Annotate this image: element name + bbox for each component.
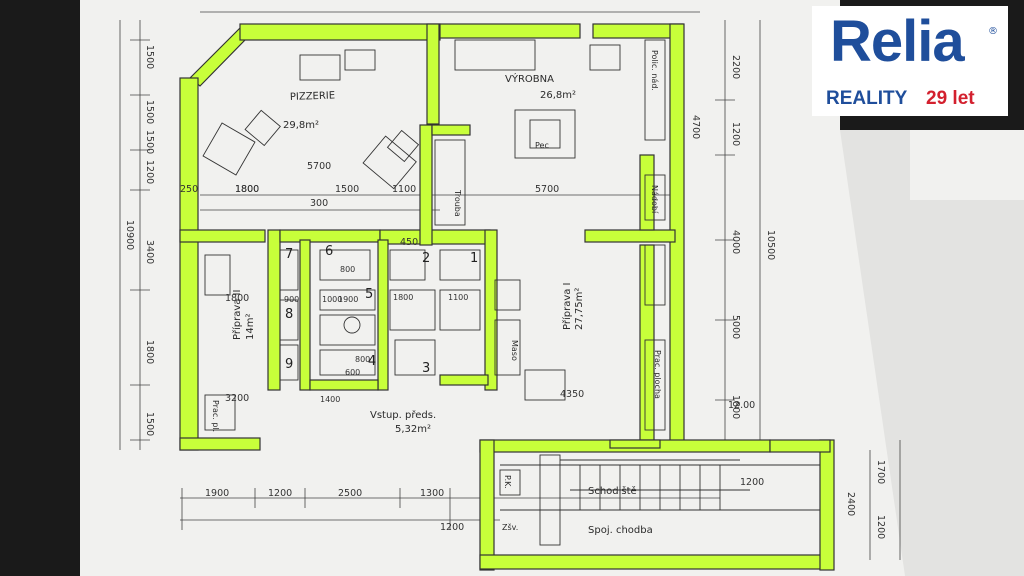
room-label-vyrobna: VÝROBNA bbox=[505, 72, 554, 85]
interior-linework bbox=[202, 39, 820, 546]
room-number-8: 8 bbox=[285, 307, 293, 322]
dim-inner-12: 12.00 bbox=[728, 400, 755, 411]
room-label-priprava2: Příprava II bbox=[231, 290, 243, 340]
room-label-pizzerie: PIZZERIE bbox=[290, 90, 336, 103]
dim-right-7: 10500 bbox=[765, 230, 776, 260]
room-label-maso: Maso bbox=[510, 340, 519, 361]
logo-reality-text: REALITY bbox=[826, 88, 908, 109]
dim-inner-6: 1100 bbox=[448, 293, 468, 302]
dim-inner-9: 1400 bbox=[320, 395, 340, 404]
room-area-vyrobna: 26,8m² bbox=[540, 90, 576, 101]
highlighted-walls bbox=[179, 23, 835, 571]
dim-top-3: 1800 bbox=[235, 184, 259, 195]
dim-top-1: 5700 bbox=[307, 161, 331, 172]
room-number-1: 1 bbox=[470, 251, 478, 266]
dim-left-2: 1500 bbox=[144, 100, 155, 124]
room-labels: PIZZERIE 29,8m² VÝROBNA 26,8m² Příprava … bbox=[211, 50, 662, 536]
dim-left-8: 10900 bbox=[124, 220, 135, 250]
dim-inner-14: 1000 bbox=[322, 295, 342, 304]
logo-registered-mark: ® bbox=[988, 26, 998, 37]
room-area-pizzerie: 29,8m² bbox=[283, 120, 319, 131]
dim-top-7: 450 bbox=[400, 237, 418, 248]
dim-left-1: 1500 bbox=[144, 45, 155, 69]
dim-inner-2: 3200 bbox=[225, 393, 249, 404]
dim-bottom-1: 1900 bbox=[205, 488, 229, 499]
dim-left-5: 3400 bbox=[144, 240, 155, 264]
dim-top-5: 1100 bbox=[392, 184, 416, 195]
room-label-pk: P.K. bbox=[503, 475, 512, 489]
dim-inner-4: 900 bbox=[284, 295, 299, 304]
dim-right-5: 5000 bbox=[730, 315, 741, 339]
room-area-priprava2: 14m² bbox=[245, 314, 256, 340]
room-number-5: 5 bbox=[365, 287, 373, 302]
dim-inner-7: 1800 bbox=[393, 293, 413, 302]
dimension-lines-left bbox=[119, 20, 150, 450]
relia-logo: Relia ® REALITY 29 let bbox=[812, 6, 1008, 116]
dim-left-7: 1500 bbox=[144, 130, 155, 154]
dim-bottom-6: 1200 bbox=[740, 477, 764, 488]
dim-right-8: 1700 bbox=[875, 460, 886, 484]
room-label-pec: Pec bbox=[535, 141, 549, 150]
dim-bottom-2: 1200 bbox=[268, 488, 292, 499]
room-label-schodiste: Schodiště bbox=[588, 485, 637, 497]
dimension-lines-bottom bbox=[180, 488, 720, 530]
dim-right-4: 4000 bbox=[730, 230, 741, 254]
dim-inner-13: 800 bbox=[340, 265, 355, 274]
room-label-trouba: Trouba bbox=[453, 189, 462, 217]
room-number-2: 2 bbox=[422, 251, 430, 266]
room-number-4: 4 bbox=[368, 354, 376, 369]
room-area-priprava1: 27,75m² bbox=[574, 288, 585, 330]
room-number-7: 7 bbox=[285, 247, 293, 262]
dim-right-3: 4700 bbox=[690, 115, 701, 139]
dim-bottom-5: 1200 bbox=[440, 522, 464, 533]
room-label-priprava1: Příprava I bbox=[561, 282, 573, 330]
dim-left-6: 1800 bbox=[144, 340, 155, 364]
dimension-lines-right bbox=[715, 20, 901, 560]
room-label-zsv: Zšv. bbox=[502, 522, 518, 532]
room-label-prac-plocha: Prac. plocha bbox=[653, 350, 662, 399]
room-label-vstup: Vstup. předs. bbox=[370, 409, 436, 421]
dim-bottom-4: 1300 bbox=[420, 488, 444, 499]
room-area-vstup: 5,32m² bbox=[395, 424, 431, 435]
dim-inner-8: 1800 bbox=[235, 184, 259, 195]
dim-top-2: 5700 bbox=[535, 184, 559, 195]
room-label-polic-nad: Polic. nád. bbox=[650, 50, 659, 91]
dim-inner-10: 600 bbox=[345, 368, 360, 377]
dimension-texts: 5700 5700 1800 1500 1100 300 450 250 190… bbox=[124, 45, 886, 539]
room-number-9: 9 bbox=[285, 357, 293, 372]
dim-right-10: 1200 bbox=[875, 515, 886, 539]
dimension-lines-top bbox=[200, 11, 700, 211]
room-label-prac-pl: Prac. pl. bbox=[211, 400, 220, 432]
dim-left-4: 1200 bbox=[144, 160, 155, 184]
dim-bottom-3: 2500 bbox=[338, 488, 362, 499]
paper-edge-shadow bbox=[840, 130, 1024, 576]
dim-right-6: 1800 bbox=[730, 395, 741, 419]
room-label-nadobi: Nádobí bbox=[650, 185, 659, 214]
paper-sheet bbox=[80, 0, 1024, 576]
dim-left-3: 1500 bbox=[144, 412, 155, 436]
dim-inner-3: 4350 bbox=[560, 389, 584, 400]
dim-inner-5: 1900 bbox=[338, 295, 358, 304]
room-label-spoj-chodba: Spoj. chodba bbox=[588, 525, 653, 536]
logo-years-text: 29 let bbox=[926, 88, 975, 109]
dim-top-8: 250 bbox=[180, 184, 198, 195]
logo-brand-text: Relia bbox=[830, 9, 965, 74]
dim-top-6: 300 bbox=[310, 198, 328, 209]
dim-right-2: 1200 bbox=[730, 122, 741, 146]
dim-inner-1: 1800 bbox=[225, 293, 249, 304]
dim-right-1: 2200 bbox=[730, 55, 741, 79]
room-numbers: 1 2 3 4 5 6 7 8 9 bbox=[285, 244, 478, 376]
room-number-6: 6 bbox=[325, 244, 333, 259]
dim-right-9: 2400 bbox=[845, 492, 856, 516]
dim-top-4: 1500 bbox=[335, 184, 359, 195]
room-number-3: 3 bbox=[422, 361, 430, 376]
dim-inner-11: 800 bbox=[355, 355, 370, 364]
